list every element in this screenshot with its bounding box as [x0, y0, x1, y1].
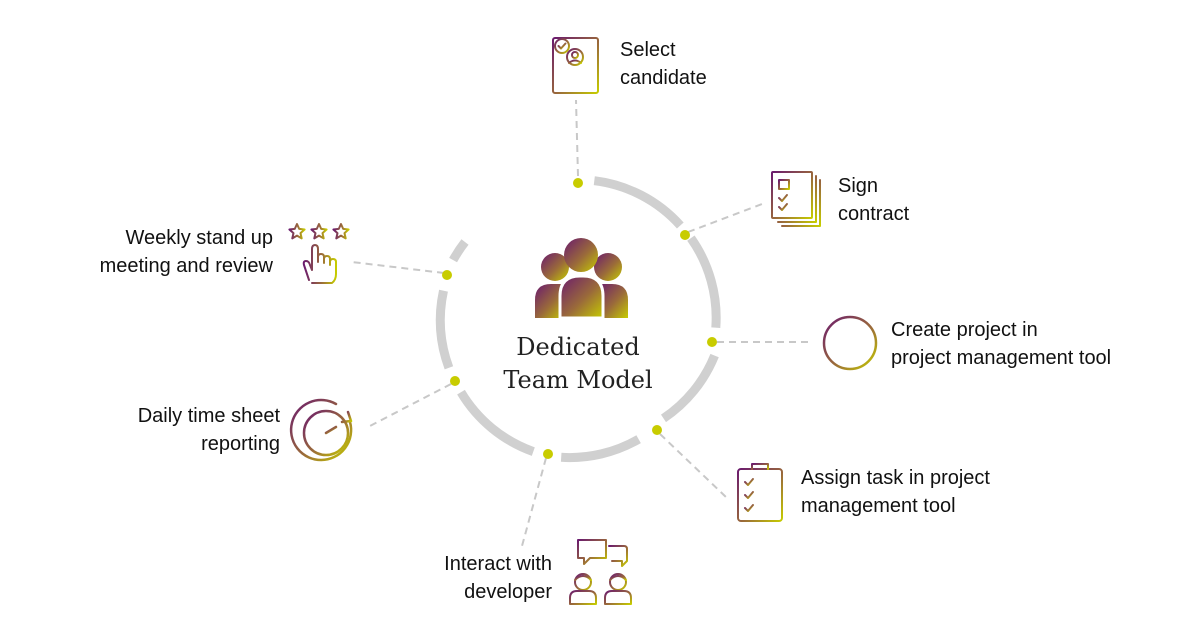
step-label-line: reporting — [201, 433, 280, 455]
step-label-line: Select — [620, 39, 676, 61]
step-label-line: meeting and review — [99, 255, 273, 277]
step-label-line: candidate — [620, 67, 707, 89]
step-dot — [707, 337, 717, 347]
plus-circle-icon — [822, 315, 878, 371]
step-label-line: project management tool — [891, 347, 1112, 369]
chat-people-icon — [569, 539, 632, 605]
step-label-line: contract — [838, 203, 910, 225]
process-ring — [435, 176, 721, 463]
step-dot — [573, 178, 583, 188]
center-title: Dedicated Team Model — [478, 331, 678, 397]
ring-arc — [660, 353, 719, 423]
step-label-create-project: Create project in project management too… — [891, 316, 1111, 372]
step-label-interact-developer: Interact with developer — [444, 550, 552, 606]
clipboard-checklist-icon — [737, 463, 783, 522]
ring-dots — [442, 178, 717, 459]
team-icon — [535, 238, 628, 320]
step-label-assign-task: Assign task in project management tool — [801, 464, 990, 520]
ring-arc — [457, 389, 535, 456]
step-dot — [680, 230, 690, 240]
connectors — [351, 99, 808, 547]
step-label-line: Sign — [838, 175, 879, 197]
step-label-line: Daily time sheet — [137, 405, 280, 427]
step-label-line: Assign task in project — [801, 467, 990, 489]
step-dot — [450, 376, 460, 386]
step-label-line: Create project in — [891, 319, 1038, 341]
step-label-line: management tool — [801, 495, 956, 517]
connector-line — [365, 383, 452, 429]
ring-arc — [449, 239, 469, 263]
stars-rating-icon — [288, 223, 350, 284]
step-label-weekly-standup: Weekly stand up meeting and review — [100, 224, 273, 280]
center-title-line1: Dedicated — [516, 333, 640, 361]
connector-line — [659, 433, 728, 499]
ring-arc — [593, 176, 684, 229]
step-dot — [652, 425, 662, 435]
ring-arc — [435, 289, 454, 370]
candidate-profile-icon — [552, 37, 599, 94]
ring-arc — [560, 435, 641, 463]
step-label-line: developer — [464, 581, 552, 603]
connector-line — [351, 261, 445, 274]
step-dot — [543, 449, 553, 459]
clock-icon — [289, 398, 353, 462]
connector-line — [521, 457, 547, 547]
step-label-select-candidate: Select candidate — [620, 36, 707, 92]
ring-arc — [687, 235, 721, 329]
contract-document-icon — [771, 171, 821, 227]
center-title-line2: Team Model — [503, 366, 653, 394]
step-dot — [442, 270, 452, 280]
step-label-line: Interact with — [444, 553, 552, 575]
connector-line — [687, 203, 763, 233]
step-label-line: Weekly stand up — [125, 227, 274, 249]
step-label-daily-time-sheet: Daily time sheet reporting — [138, 402, 280, 458]
step-label-sign-contract: Sign contract — [838, 172, 909, 228]
connector-line — [575, 99, 579, 177]
